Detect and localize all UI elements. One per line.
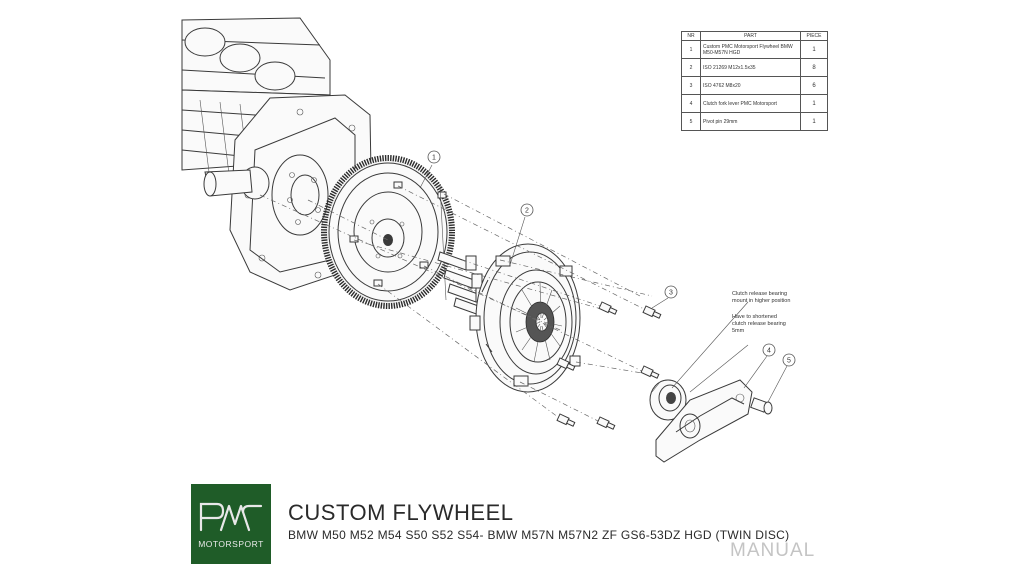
page-title: CUSTOM FLYWHEEL [288, 500, 514, 525]
header-part: PART [700, 31, 801, 41]
row-nr: 1 [681, 40, 701, 59]
row-nr: 2 [681, 58, 701, 77]
note-bearing-shorten: Have to shortened clutch release bearing… [732, 314, 786, 334]
row-part: Clutch fork lever PMC Motorsport [700, 94, 801, 113]
callout-3-label: 3 [669, 290, 673, 297]
note-bearing-shorten-line-2: clutch release bearing [732, 321, 786, 327]
row-piece: 8 [800, 58, 828, 77]
note-bearing-shorten-line-3: 5mm [732, 328, 745, 334]
manual-label: MANUAL [730, 540, 816, 561]
row-piece: 1 [800, 112, 828, 131]
page-subtitle: BMW M50 M52 M54 S50 S52 S54- BMW M57N M5… [288, 528, 790, 542]
callout-5-label: 5 [787, 358, 791, 365]
leader-lines [419, 164, 788, 403]
callout-4: 4 [762, 343, 776, 357]
row-piece: 1 [800, 94, 828, 113]
parts-table: NR PART PIECE 1 Custom PMC Motorsport Fl… [681, 31, 828, 131]
row-part: ISO 21269 M12x1.5x35 [700, 58, 801, 77]
callout-2-label: 2 [525, 208, 529, 215]
row-piece: 6 [800, 76, 828, 95]
header-piece: PIECE [800, 31, 828, 41]
parts-table-header: NR PART PIECE [681, 31, 828, 41]
row-nr: 4 [681, 94, 701, 113]
row-part: Pivot pin 29mm [700, 112, 801, 131]
pmc-logo-mark [199, 502, 263, 532]
engine-block [181, 17, 373, 291]
row-part: ISO 4762 M8x20 [700, 76, 801, 95]
callout-1: 1 [427, 150, 441, 164]
note-bearing-mount-line-2: mount in higher position [732, 298, 790, 304]
row-nr: 3 [681, 76, 701, 95]
callout-4-label: 4 [767, 348, 771, 355]
callout-5: 5 [782, 353, 796, 367]
logo-subtitle: MOTORSPORT [198, 539, 264, 549]
callout-1-label: 1 [432, 155, 436, 162]
table-row: 4 Clutch fork lever PMC Motorsport 1 [681, 94, 828, 113]
row-nr: 5 [681, 112, 701, 131]
note-bearing-mount-line-1: Clutch release bearing [732, 291, 787, 297]
note-bearing-mount: Clutch release bearing mount in higher p… [732, 291, 790, 304]
flywheel [321, 155, 455, 309]
row-part: Custom PMC Motorsport Flywheel BMW M50-M… [700, 40, 801, 59]
table-row: 1 Custom PMC Motorsport Flywheel BMW M50… [681, 40, 828, 59]
center-lines [259, 185, 653, 425]
callout-2: 2 [520, 203, 534, 217]
row-piece: 1 [800, 40, 828, 59]
callout-3: 3 [664, 285, 678, 299]
pmc-motorsport-logo: MOTORSPORT [191, 484, 271, 564]
note-bearing-shorten-line-1: Have to shortened [732, 314, 777, 320]
table-row: 2 ISO 21269 M12x1.5x35 8 [681, 58, 828, 77]
table-row: 3 ISO 4762 M8x20 6 [681, 76, 828, 95]
pressure-plate-bolts [556, 301, 662, 430]
clutch-fork-lever [655, 379, 753, 463]
table-row: 5 Pivot pin 29mm 1 [681, 112, 828, 131]
header-nr: NR [681, 31, 701, 41]
